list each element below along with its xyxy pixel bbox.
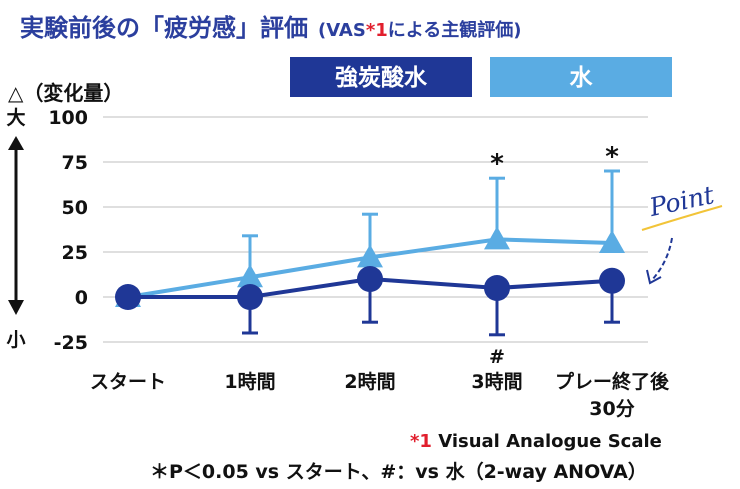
chart-title: 実験前後の「疲労感」評価 xyxy=(20,14,308,42)
chart-subtitle: (VAS*1による主観評価) xyxy=(318,19,521,41)
gridlines xyxy=(103,116,648,343)
data-point xyxy=(237,284,263,310)
subtitle-suffix: による主観評価) xyxy=(388,19,522,41)
y-tick-labels: 100 75 50 25 0 -25 xyxy=(48,107,88,354)
x-tick-labels: スタート 1時間 2時間 3時間 プレー終了後 30分 xyxy=(90,370,670,420)
data-point xyxy=(357,266,383,292)
arrow-up-icon xyxy=(8,136,24,150)
legend-water-swatch xyxy=(490,57,672,97)
significance-marks: * * # xyxy=(489,142,619,368)
data-point xyxy=(484,226,510,250)
footnote-vas-text: Visual Analogue Scale xyxy=(432,431,662,452)
x-tick-label: プレー終了後 xyxy=(555,370,670,393)
y-tick-label: 50 xyxy=(62,197,88,219)
x-tick-label: 2時間 xyxy=(344,371,395,393)
significance-mark: * xyxy=(490,149,504,179)
data-point xyxy=(237,264,263,288)
footnote-line-2: ＊P＜0.05 vs スタート、#：vs 水（2-way ANOVA） xyxy=(150,460,647,483)
point-underline xyxy=(641,205,723,231)
significance-mark: # xyxy=(489,346,505,368)
axis-small-label: 小 xyxy=(6,329,25,351)
data-point xyxy=(599,230,625,253)
x-tick-label: 3時間 xyxy=(471,371,522,393)
y-tick-label: 25 xyxy=(62,242,88,264)
point-annotation: Point xyxy=(641,180,723,285)
data-point xyxy=(115,284,141,310)
y-tick-label: 75 xyxy=(62,152,88,174)
x-tick-label: 30分 xyxy=(589,398,634,420)
data-point xyxy=(599,267,625,294)
x-tick-label: スタート xyxy=(90,371,166,393)
point-label: Point xyxy=(646,180,718,222)
point-arrowhead-icon xyxy=(646,269,662,285)
arrow-down-icon xyxy=(8,300,24,315)
y-axis-unit-label: △（変化量） xyxy=(8,81,123,105)
footnote-line-1: *1 Visual Analogue Scale xyxy=(410,431,662,452)
series-carbonated xyxy=(115,266,625,337)
legend-carbonated-swatch xyxy=(290,57,472,97)
y-tick-label: 0 xyxy=(75,287,88,309)
point-arrow-icon xyxy=(651,237,673,281)
significance-mark: * xyxy=(605,142,619,172)
subtitle-prefix: (VAS xyxy=(318,20,366,41)
y-tick-label: 100 xyxy=(48,107,88,129)
axis-big-label: 大 xyxy=(6,106,25,129)
x-tick-label: 1時間 xyxy=(224,371,275,393)
data-point xyxy=(484,275,510,301)
subtitle-mark: *1 xyxy=(366,20,388,41)
footnote-mark: *1 xyxy=(410,431,432,452)
data-point xyxy=(357,244,383,268)
legend-carbonated-label: 強炭酸水 xyxy=(335,65,428,91)
y-tick-label: -25 xyxy=(54,332,88,354)
legend-water-label: 水 xyxy=(570,65,594,91)
